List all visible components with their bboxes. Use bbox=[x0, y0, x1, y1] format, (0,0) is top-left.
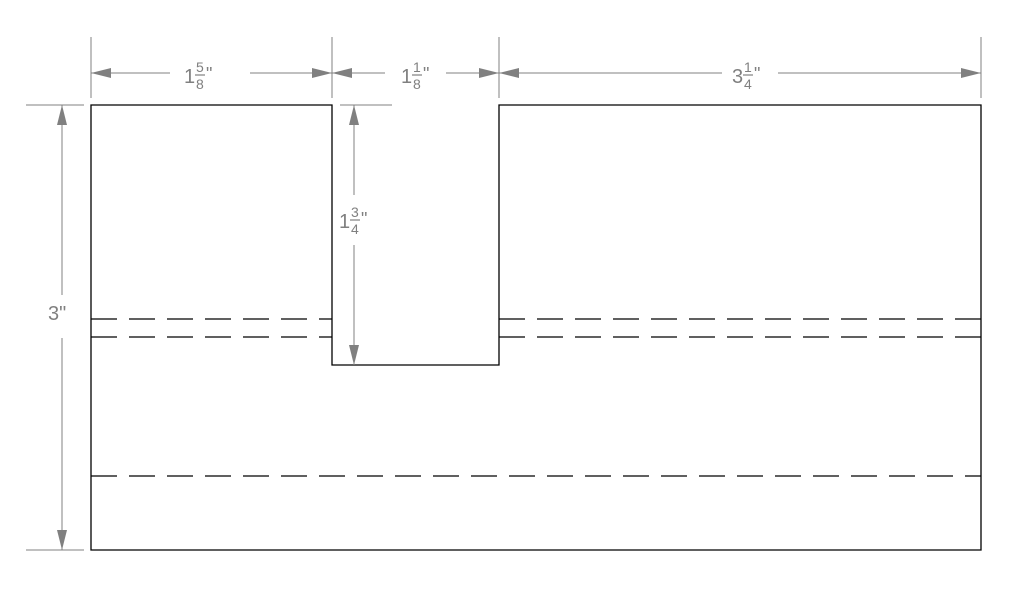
dimension-numerator: 1 bbox=[744, 59, 752, 75]
dimension-top-right: 3 1 4 " bbox=[499, 59, 981, 92]
dimension-whole: 1 bbox=[401, 66, 412, 88]
dimension-denominator: 8 bbox=[196, 76, 204, 92]
dimension-height-label: 3" bbox=[48, 303, 66, 325]
dimension-numerator: 5 bbox=[196, 59, 204, 75]
part-outline bbox=[90, 104, 982, 551]
extension-lines bbox=[26, 37, 982, 551]
hidden-lines bbox=[91, 318, 981, 477]
dimension-slot-depth: 1 3 4 " bbox=[339, 105, 367, 365]
dimension-unit: " bbox=[361, 209, 367, 229]
dimension-height: 3" bbox=[48, 105, 67, 550]
dimension-top-middle: 1 1 8 " bbox=[332, 59, 499, 92]
dimension-unit: " bbox=[206, 64, 212, 84]
dimension-whole: 3 bbox=[732, 66, 743, 88]
dimension-denominator: 8 bbox=[413, 76, 421, 92]
dimension-top-left: 1 5 8 " bbox=[91, 59, 332, 92]
dimension-denominator: 4 bbox=[351, 221, 359, 237]
dimension-numerator: 1 bbox=[413, 59, 421, 75]
dimension-numerator: 3 bbox=[351, 204, 359, 220]
dimension-denominator: 4 bbox=[744, 76, 752, 92]
dimension-whole: 1 bbox=[339, 211, 350, 233]
dimension-whole: 1 bbox=[184, 66, 195, 88]
dimension-unit: " bbox=[423, 64, 429, 84]
dimension-unit: " bbox=[754, 64, 760, 84]
